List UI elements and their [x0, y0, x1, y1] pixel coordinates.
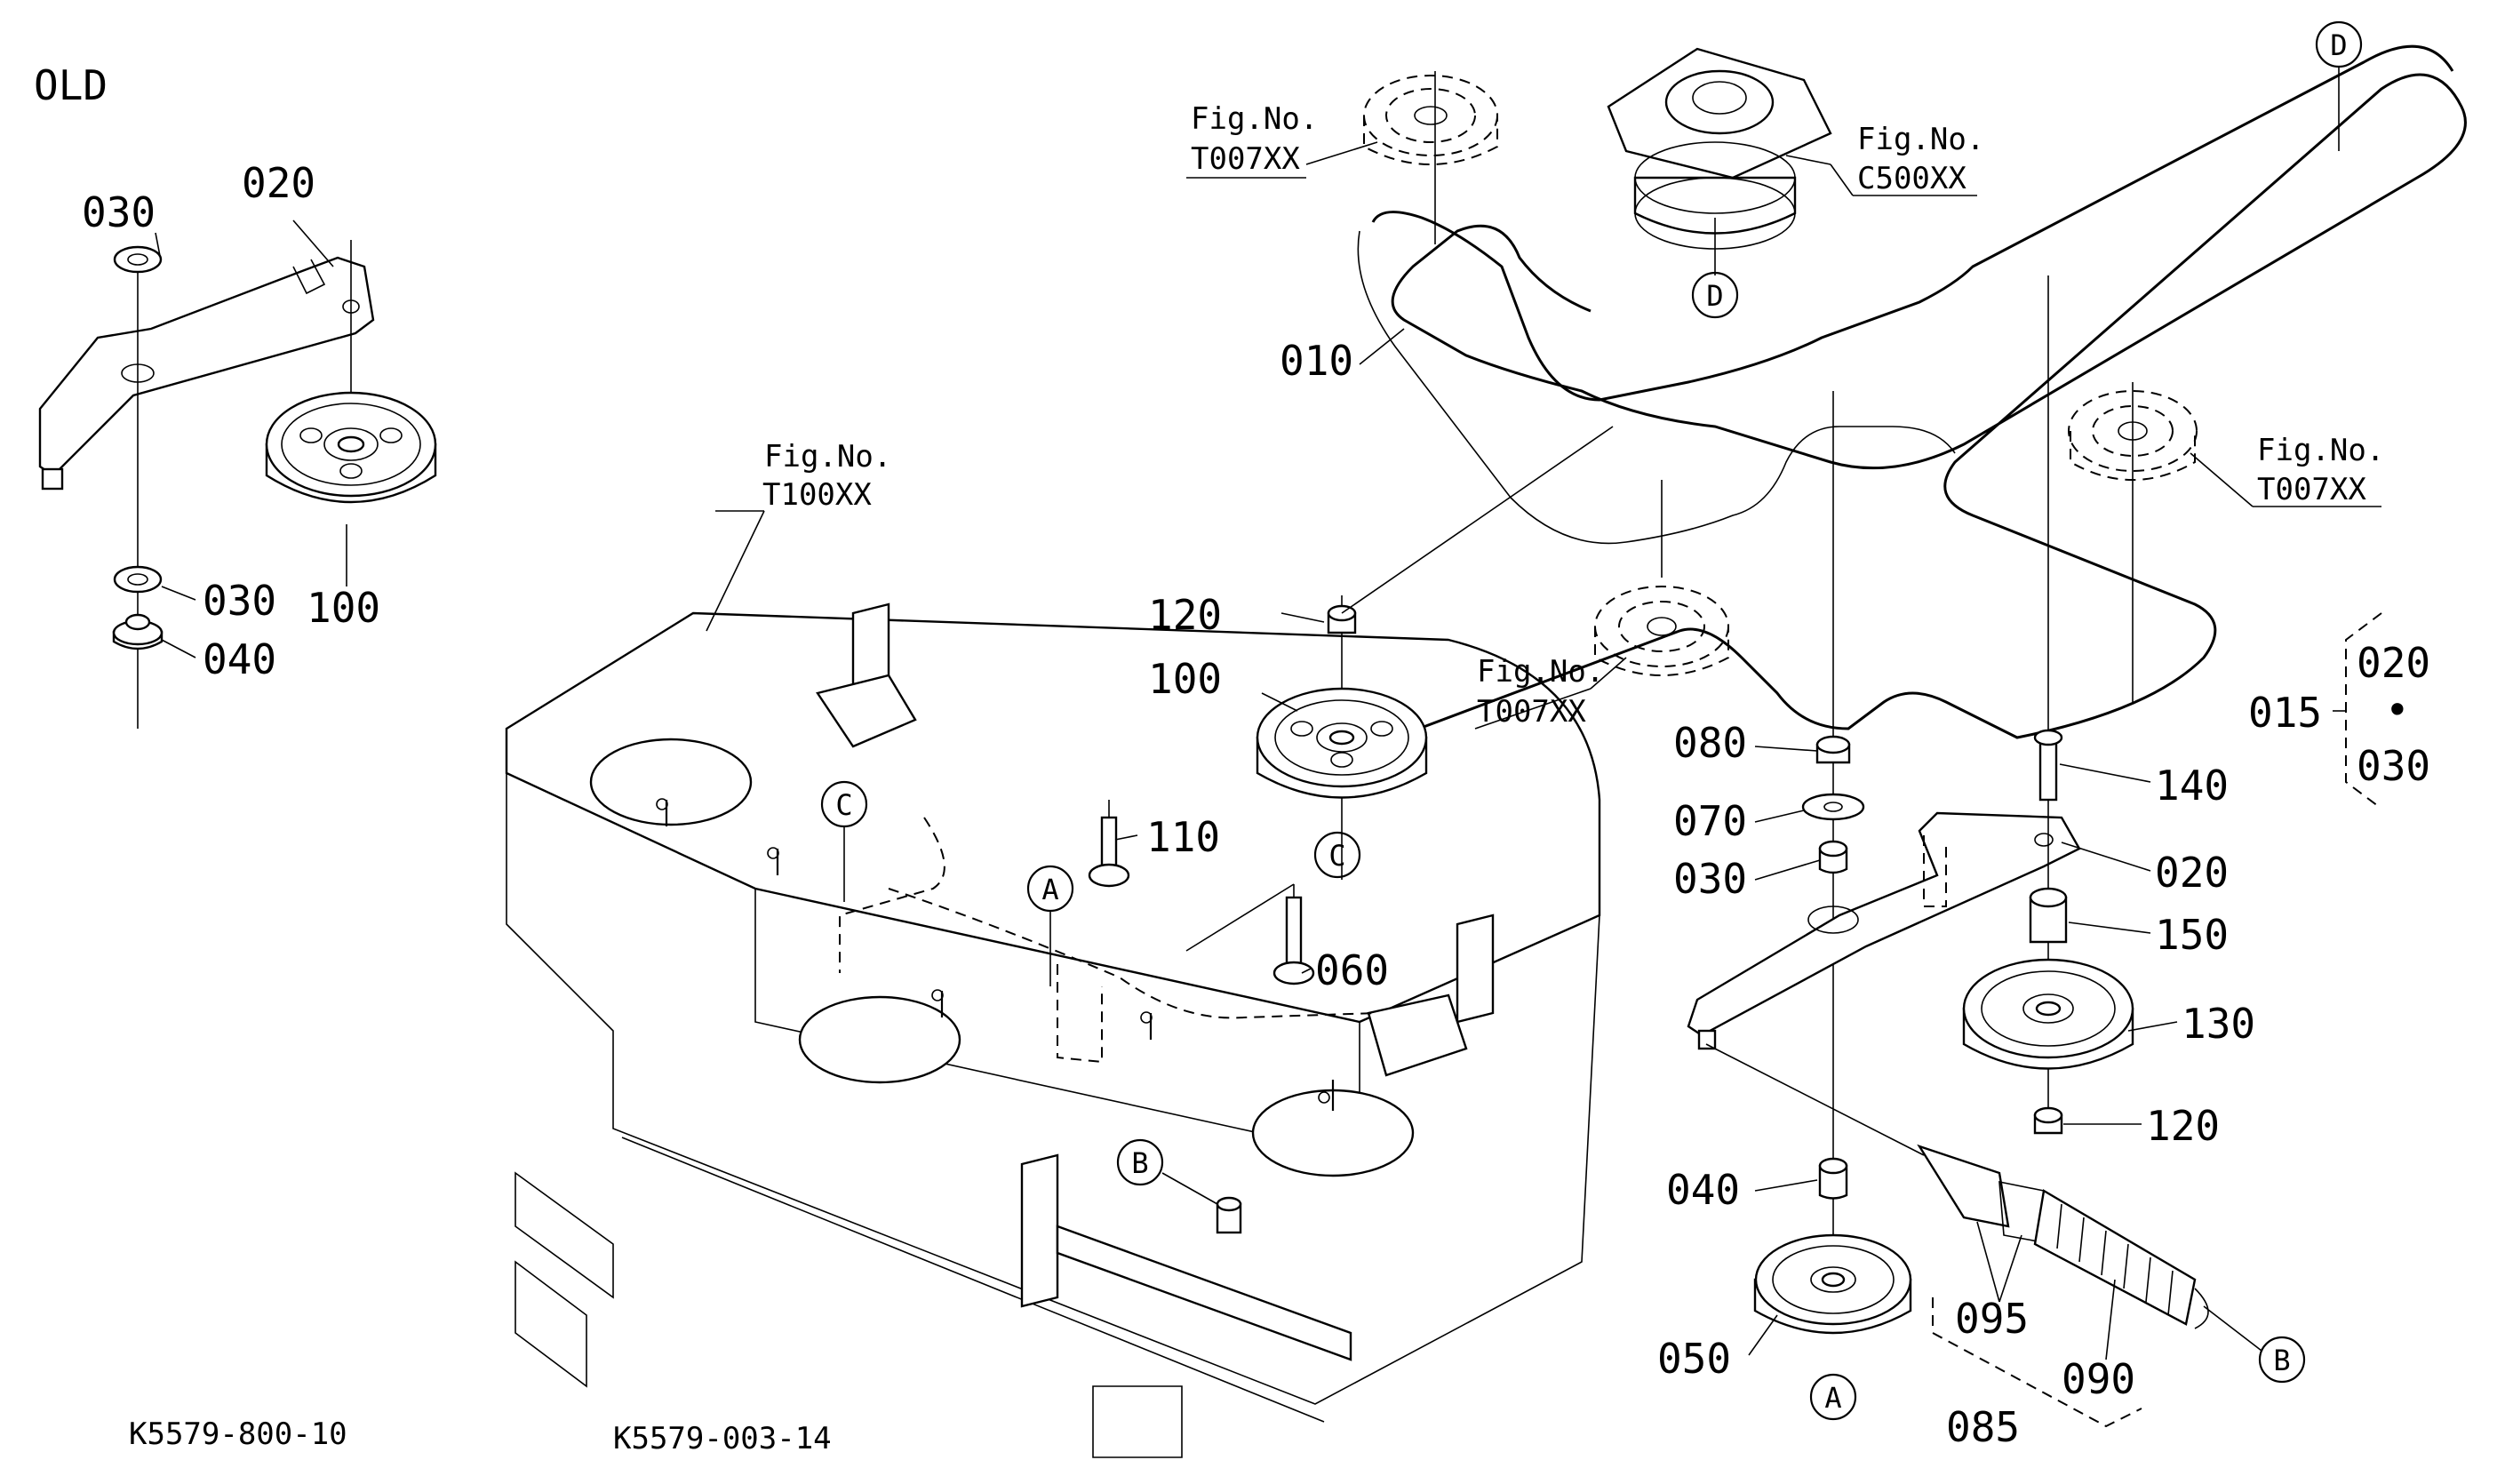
callout-b-spring: B — [2258, 1336, 2306, 1384]
svg-text:A: A — [1041, 873, 1058, 906]
part-100: 100 — [1148, 655, 1222, 703]
part-110: 110 — [1146, 813, 1220, 861]
old-washer-030-bottom — [113, 565, 163, 594]
old-part-100: 100 — [307, 584, 380, 632]
fig-deck-no: T100XX — [762, 477, 872, 513]
center-stack — [1753, 391, 1912, 1335]
drawing-code-left: K5579-800-10 — [129, 1416, 347, 1452]
callout-a-pulley: A — [1809, 1373, 1857, 1421]
svg-text:C: C — [835, 788, 852, 822]
callout-a-deck: A — [1026, 865, 1074, 986]
fig-clutch-no: C500XX — [1857, 161, 1967, 196]
part-120-top: 120 — [1148, 591, 1222, 639]
old-header: OLD — [34, 61, 108, 109]
kit-item-030: 030 — [2357, 742, 2430, 790]
part-010: 010 — [1280, 337, 1353, 385]
bolt-060 — [1185, 883, 1315, 985]
callout-c-pulley: C — [1313, 831, 1361, 879]
svg-text:B: B — [2273, 1344, 2290, 1377]
new-idler-arm-020 — [1687, 275, 2134, 1135]
svg-text:A: A — [1824, 1381, 1841, 1415]
part-090: 090 — [2062, 1355, 2135, 1403]
spring-assembly-085 — [1705, 1043, 2262, 1428]
kit-015: 015 — [2248, 689, 2322, 737]
part-070: 070 — [1673, 797, 1747, 845]
part-140: 140 — [2155, 762, 2229, 810]
old-part-020: 020 — [242, 159, 315, 207]
pulley-right-t007xx — [2068, 382, 2198, 702]
old-part-030-bottom: 030 — [203, 577, 276, 625]
leader-lines — [706, 141, 2381, 1360]
fig-pulley-mid-no: T007XX — [1477, 694, 1586, 730]
part-050: 050 — [1657, 1335, 1731, 1383]
part-150: 150 — [2155, 911, 2229, 959]
drive-belt-010 — [1357, 44, 2467, 739]
callout-d-clutch: D — [1691, 271, 1739, 319]
mower-deck — [505, 602, 1601, 1458]
part-040: 040 — [1666, 1166, 1740, 1214]
old-part-030-top: 030 — [82, 188, 156, 236]
fig-pulley-mid-prefix: Fig.No. — [1477, 654, 1604, 690]
old-washer-030-top — [113, 245, 163, 274]
part-130: 130 — [2182, 1000, 2255, 1048]
pulley-mid-t007xx — [1594, 480, 1729, 676]
clutch-c500xx — [1607, 47, 1832, 275]
old-assembly — [38, 219, 437, 729]
svg-text:D: D — [1706, 279, 1723, 313]
part-030: 030 — [1673, 855, 1747, 903]
old-pulley-100 — [265, 391, 437, 504]
callout-b-deck: B — [1116, 1138, 1218, 1205]
kit-015-bracket — [2333, 612, 2382, 810]
svg-text:C: C — [1328, 839, 1345, 873]
pulley-100-stack — [1256, 426, 1614, 880]
fig-pulley-right-no: T007XX — [2257, 472, 2366, 507]
part-085: 085 — [1946, 1403, 2020, 1451]
fig-deck-prefix: Fig.No. — [764, 439, 891, 475]
fig-clutch-prefix: Fig.No. — [1857, 122, 1984, 157]
part-020: 020 — [2155, 849, 2229, 897]
fig-pulley-top-prefix: Fig.No. — [1191, 101, 1318, 137]
callout-d-belt: D — [2315, 20, 2363, 151]
old-part-040: 040 — [203, 635, 276, 683]
pulley-top-t007xx — [1363, 71, 1498, 244]
svg-text:B: B — [1131, 1146, 1148, 1180]
part-080: 080 — [1673, 719, 1747, 767]
kit-separator: • — [2385, 686, 2410, 734]
callout-c-deck: C — [820, 780, 868, 902]
svg-text:D: D — [2330, 28, 2347, 62]
fig-pulley-right-prefix: Fig.No. — [2257, 433, 2384, 468]
kit-item-020: 020 — [2357, 639, 2430, 687]
part-120-bottom: 120 — [2146, 1102, 2220, 1150]
fig-pulley-top-no: T007XX — [1191, 141, 1300, 177]
drawing-code-right: K5579-003-14 — [613, 1421, 832, 1456]
part-095: 095 — [1955, 1295, 2029, 1343]
part-060: 060 — [1315, 946, 1389, 994]
bolt-110 — [1088, 800, 1130, 888]
